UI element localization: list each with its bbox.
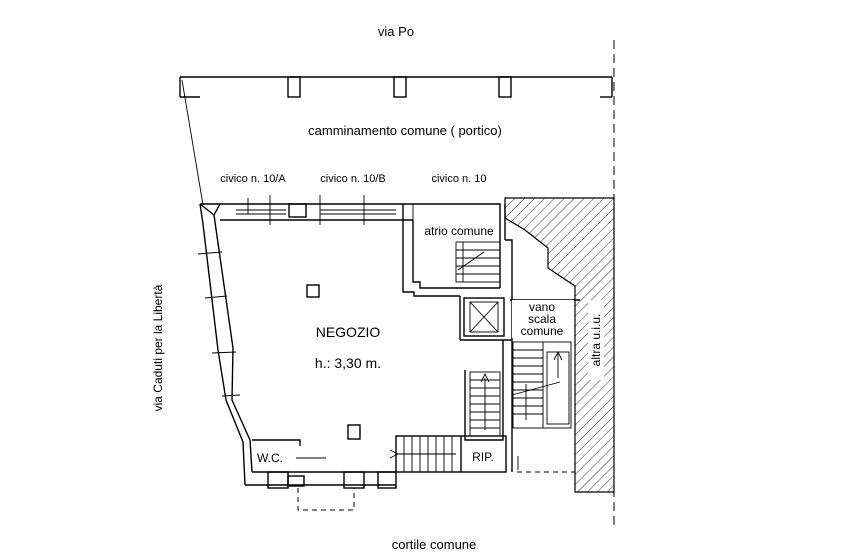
civico-10b-label: civico n. 10/B — [320, 173, 385, 185]
stair-label-mask — [512, 300, 574, 338]
vano-label-line3: comune — [521, 324, 564, 338]
rip-label: RIP. — [472, 450, 494, 464]
altra-uiu-label: altra u.i.u. — [589, 314, 603, 367]
pillar-upper — [306, 284, 320, 298]
civico-10a-label: civico n. 10/A — [220, 173, 286, 185]
street-left-label: via Caduti per la Libertà — [151, 284, 165, 411]
negozio-label: NEGOZIO — [316, 324, 381, 340]
other-unit-hatch — [504, 197, 615, 493]
wc-label: W.C. — [257, 451, 283, 465]
shop-walls — [197, 195, 414, 489]
atrio-label: atrio comune — [424, 224, 494, 238]
vano-label-line2: scala — [528, 312, 556, 326]
courtyard-label: cortile comune — [392, 537, 477, 552]
portico-label: camminamento comune ( portico) — [308, 123, 502, 138]
pillar-lower — [347, 424, 361, 440]
courtyard-projection — [297, 488, 355, 511]
civico-10-label: civico n. 10 — [431, 173, 486, 185]
portico-outline — [179, 76, 613, 206]
vano-label-line1: vano — [529, 300, 555, 314]
height-label: h.: 3,30 m. — [315, 355, 381, 371]
interior-partitions — [252, 203, 512, 473]
street-top-label: via Po — [378, 24, 414, 39]
